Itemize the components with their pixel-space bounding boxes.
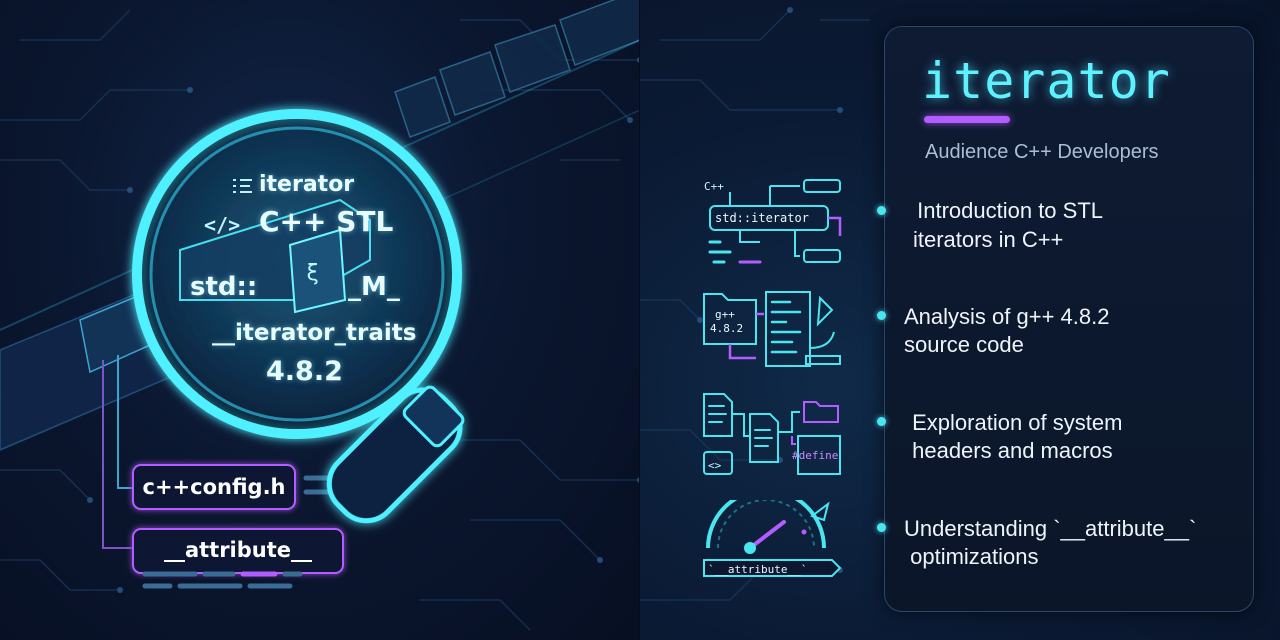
topic-4-line2: optimizations: [904, 544, 1039, 569]
topics-card: [884, 26, 1254, 612]
magnifier-namespace-label: std::: [190, 272, 258, 302]
gauge-attribute-label: `__attribute__`: [708, 563, 807, 576]
compiler-version-label: 4.8.2: [710, 322, 743, 335]
attribute-chip: __attribute__: [135, 531, 341, 569]
topic-1-line1: Introduction to STL: [911, 198, 1103, 223]
topic-3-line1: Exploration of system: [906, 410, 1123, 435]
svg-text:</>: </>: [204, 213, 240, 237]
topic-bullet-2: [877, 311, 886, 320]
diagram-cpp-label: C++: [704, 180, 724, 193]
topic-3-line2: headers and macros: [906, 438, 1113, 463]
card-subtitle: Audience C++ Developers: [925, 141, 1159, 163]
attribute-label: __attribute__: [163, 538, 313, 562]
illustration-panel: ξ </> iterator C++ STL std:: _M_ __itera…: [0, 0, 640, 640]
topic-bullet-1: [877, 206, 886, 215]
circuit-background: ξ </>: [0, 0, 640, 631]
magnifier-header-label: iterator: [259, 172, 355, 197]
svg-text:ξ: ξ: [306, 261, 319, 286]
config-header-chip: c++config.h: [135, 467, 293, 507]
compiler-label: g++: [715, 308, 735, 321]
topic-bullet-4: [877, 523, 886, 532]
performance-gauge-icon: `__attribute__`: [703, 500, 842, 577]
svg-text:<>: <>: [708, 459, 722, 472]
topic-1-line2: iterators in C++: [913, 227, 1064, 252]
define-label: #define: [792, 449, 838, 462]
topic-4-line1: Understanding `__attribute__`: [904, 516, 1197, 541]
config-header-label: c++config.h: [142, 475, 286, 499]
title-underline: [924, 116, 1010, 123]
topic-bullet-3: [877, 417, 886, 426]
headers-macros-icon: <> #define: [703, 393, 841, 475]
topic-2-line1: Analysis of g++ 4.8.2: [904, 304, 1110, 329]
iterator-diagram-icon: C++ std::iterator: [704, 179, 842, 264]
magnifier-macro-label: _M_: [348, 272, 400, 302]
magnifier-version-label: 4.8.2: [266, 356, 343, 387]
topic-2-line2: source code: [904, 332, 1024, 357]
magnifier-stl-label: C++ STL: [259, 205, 394, 238]
card-title: iterator: [922, 52, 1171, 110]
source-analysis-icon: g++ 4.8.2: [703, 291, 841, 367]
magnifier-traits-label: __iterator_traits: [212, 320, 417, 346]
diagram-iterator-label: std::iterator: [715, 211, 809, 225]
